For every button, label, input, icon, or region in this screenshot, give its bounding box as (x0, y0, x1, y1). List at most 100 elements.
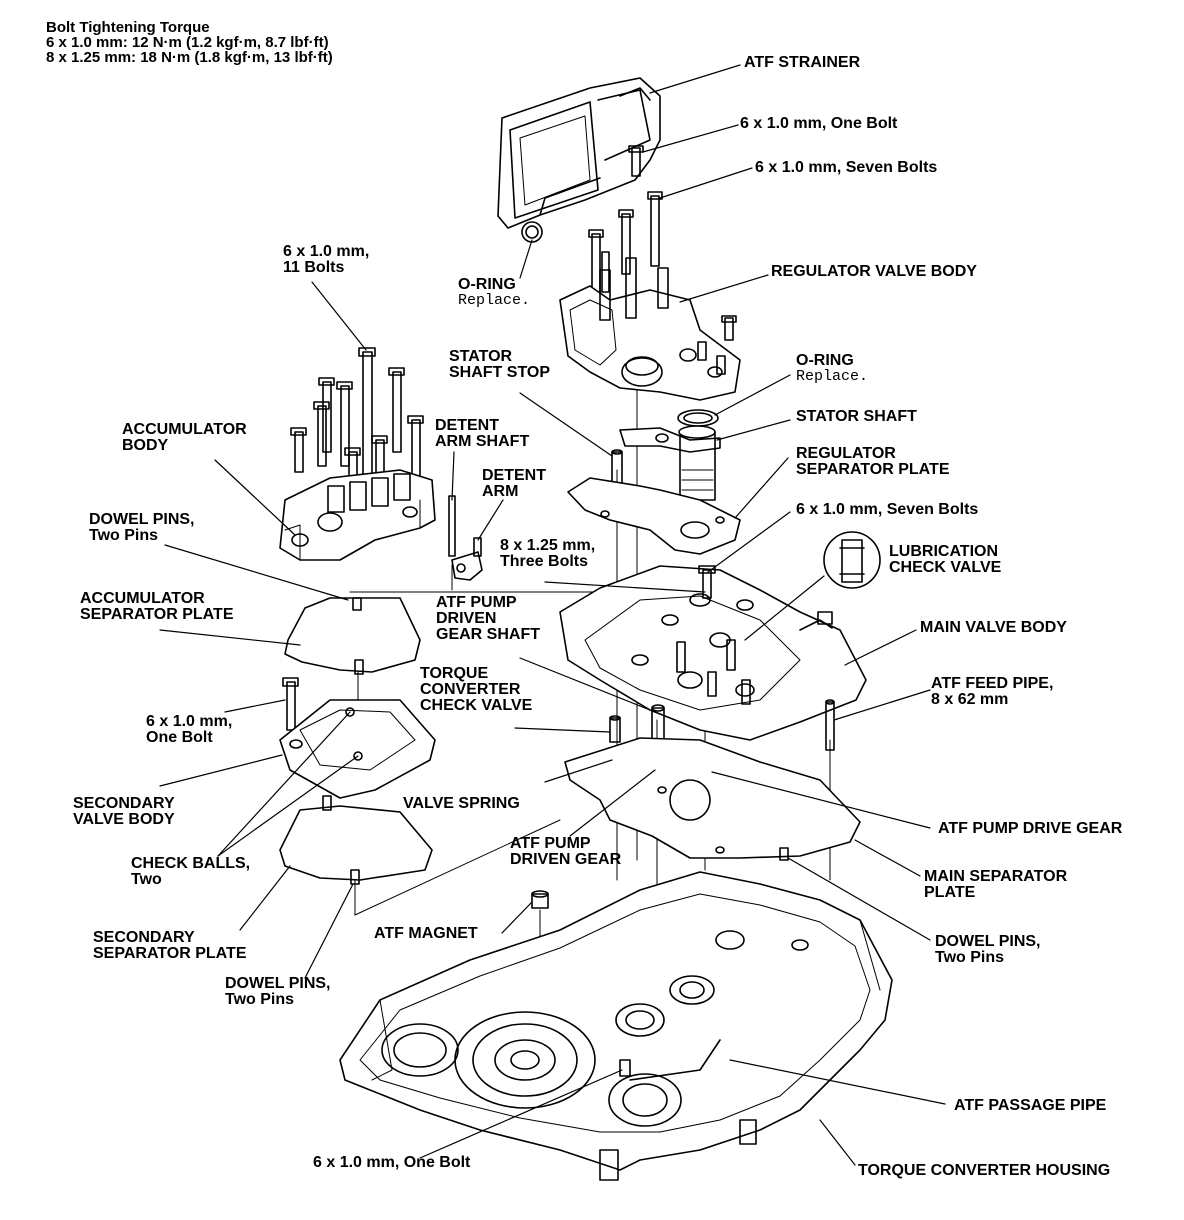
label-accumulator-body-line-2: BODY (122, 437, 169, 454)
label-bolt-one-bottom: 6 x 1.0 mm, One Bolt (313, 1154, 471, 1171)
label-check-balls-line-1: CHECK BALLS, (131, 855, 251, 872)
label-dowel-right-line-1: DOWEL PINS, (935, 933, 1041, 950)
label-secondary-valve-body: SECONDARY VALVE BODY (73, 796, 175, 828)
stator-shaft (619, 409, 721, 501)
label-bolt-one-top: 6 x 1.0 mm, One Bolt (740, 115, 898, 132)
label-torque-converter-check-valve: TORQUE CONVERTER CHECK VALVE (420, 666, 532, 714)
label-dowel-top-line-1: DOWEL PINS, (89, 511, 195, 528)
label-bolt-seven-mid: 6 x 1.0 mm, Seven Bolts (796, 501, 979, 518)
label-bolt-one-left: 6 x 1.0 mm, One Bolt (146, 714, 232, 746)
label-bolt-eleven-line-2: 11 Bolts (283, 259, 345, 276)
torque-spec: Bolt Tightening Torque 6 x 1.0 mm: 12 N·… (46, 20, 333, 65)
label-stator-stop-line-1: STATOR (449, 348, 513, 365)
label-main-sep-line-1: MAIN SEPARATOR (924, 868, 1068, 885)
label-tc-check-line-3: CHECK VALVE (420, 697, 533, 714)
label-accumulator-body: ACCUMULATOR BODY (122, 422, 247, 454)
atf-strainer (497, 77, 661, 243)
label-bolt-three: 8 x 1.25 mm, Three Bolts (500, 538, 595, 570)
label-pump-shaft-line-3: GEAR SHAFT (436, 626, 540, 643)
label-detent-arm-shaft-line-2: ARM SHAFT (435, 433, 530, 450)
label-atf-pump-driven-gear-shaft: ATF PUMP DRIVEN GEAR SHAFT (436, 595, 540, 643)
lubrication-check-valve (823, 531, 881, 589)
label-bolt-eleven: 6 x 1.0 mm, 11 Bolts (283, 244, 369, 276)
label-atf-pump-drive-gear: ATF PUMP DRIVE GEAR (938, 820, 1123, 837)
label-detent-arm-shaft: DETENT ARM SHAFT (435, 418, 529, 450)
label-detent-arm-line-2: ARM (482, 483, 519, 500)
label-dowel-pins-right: DOWEL PINS, Two Pins (935, 934, 1041, 966)
label-pump-shaft-line-2: DRIVEN (436, 610, 497, 627)
label-main-sep-line-2: PLATE (924, 884, 976, 901)
label-feed-pipe-line-1: ATF FEED PIPE, (931, 675, 1054, 692)
label-oring-right-title: O-RING (796, 352, 854, 369)
label-detent-arm-line-1: DETENT (482, 467, 546, 484)
label-dowel-right-line-2: Two Pins (935, 949, 1005, 966)
torque-spec-title: Bolt Tightening Torque (46, 19, 210, 36)
label-dowel-bottom-line-2: Two Pins (225, 991, 295, 1008)
label-lubrication-check-valve: LUBRICATION CHECK VALVE (889, 544, 1001, 576)
label-secondary-sep-line-1: SECONDARY (93, 929, 195, 946)
label-oring-left-title: O-RING (458, 276, 516, 293)
label-pump-shaft-line-1: ATF PUMP (436, 594, 517, 611)
label-lubrication-line-2: CHECK VALVE (889, 559, 1002, 576)
label-stator-shaft: STATOR SHAFT (796, 408, 917, 425)
label-detent-arm-shaft-line-1: DETENT (435, 417, 499, 434)
label-accumulator-separator-plate: ACCUMULATOR SEPARATOR PLATE (80, 591, 234, 623)
label-atf-passage-pipe: ATF PASSAGE PIPE (954, 1097, 1107, 1114)
main-valve-body (559, 565, 867, 741)
label-accumulator-sep-line-1: ACCUMULATOR (80, 590, 205, 607)
label-tc-check-line-2: CONVERTER (420, 681, 521, 698)
label-dowel-pins-top: DOWEL PINS, Two Pins (89, 512, 195, 544)
torque-spec-line-2: 8 x 1.25 mm: 18 N·m (1.8 kgf·m, 13 lbf·f… (46, 49, 333, 66)
label-valve-spring: VALVE SPRING (403, 795, 520, 812)
secondary-bolt (282, 677, 299, 731)
regulator-valve-body (559, 257, 741, 401)
label-dowel-pins-bottom: DOWEL PINS, Two Pins (225, 976, 331, 1008)
label-oring-right-note: Replace. (796, 368, 869, 385)
label-feed-pipe-line-2: 8 x 62 mm (931, 691, 1009, 708)
label-dowel-bottom-line-1: DOWEL PINS, (225, 975, 331, 992)
label-oring-right: O-RING Replace. (796, 353, 868, 385)
accumulator-body (279, 469, 436, 561)
label-pump-driven-line-2: DRIVEN GEAR (510, 851, 622, 868)
detent-arm (451, 537, 483, 581)
label-bolt-one-left-line-2: One Bolt (146, 729, 213, 746)
label-secondary-vb-line-1: SECONDARY (73, 795, 175, 812)
label-torque-converter-housing: TORQUE CONVERTER HOUSING (858, 1162, 1111, 1179)
label-check-balls: CHECK BALLS, Two (131, 856, 250, 888)
label-atf-magnet: ATF MAGNET (374, 925, 478, 942)
label-main-separator-plate: MAIN SEPARATOR PLATE (924, 869, 1067, 901)
label-accumulator-body-line-1: ACCUMULATOR (122, 421, 247, 438)
label-main-valve-body: MAIN VALVE BODY (920, 619, 1067, 636)
label-accumulator-sep-line-2: SEPARATOR PLATE (80, 606, 234, 623)
torque-spec-line-1: 6 x 1.0 mm: 12 N·m (1.2 kgf·m, 8.7 lbf·f… (46, 34, 329, 51)
label-regulator-valve-body: REGULATOR VALVE BODY (771, 263, 977, 280)
label-check-balls-line-2: Two (131, 871, 162, 888)
label-oring-left: O-RING Replace. (458, 277, 530, 309)
label-secondary-sep-line-2: SEPARATOR PLATE (93, 945, 247, 962)
detent-arm-shaft (448, 495, 456, 557)
label-atf-strainer: ATF STRAINER (744, 54, 861, 71)
leader-lines (159, 64, 946, 1166)
label-bolt-three-line-1: 8 x 1.25 mm, (500, 537, 596, 554)
label-atf-pump-driven-gear: ATF PUMP DRIVEN GEAR (510, 836, 621, 868)
label-detent-arm: DETENT ARM (482, 468, 546, 500)
label-regulator-separator-plate: REGULATOR SEPARATOR PLATE (796, 446, 950, 478)
label-regulator-sep-line-2: SEPARATOR PLATE (796, 461, 950, 478)
secondary-valve-body (279, 699, 436, 799)
label-atf-feed-pipe: ATF FEED PIPE, 8 x 62 mm (931, 676, 1053, 708)
torque-converter-check-valve (609, 715, 621, 743)
label-oring-left-note: Replace. (458, 292, 531, 309)
label-tc-check-line-1: TORQUE (420, 665, 489, 682)
secondary-separator-plate (279, 795, 433, 885)
atf-feed-pipe (825, 699, 835, 751)
accumulator-separator-plate (284, 597, 421, 675)
label-dowel-top-line-2: Two Pins (89, 527, 159, 544)
torque-converter-housing (339, 871, 893, 1181)
label-stator-stop-line-2: SHAFT STOP (449, 364, 551, 381)
label-bolt-seven-top: 6 x 1.0 mm, Seven Bolts (755, 159, 938, 176)
label-bolt-three-line-2: Three Bolts (500, 553, 589, 570)
label-regulator-sep-line-1: REGULATOR (796, 445, 896, 462)
main-separator-plate (564, 737, 861, 861)
